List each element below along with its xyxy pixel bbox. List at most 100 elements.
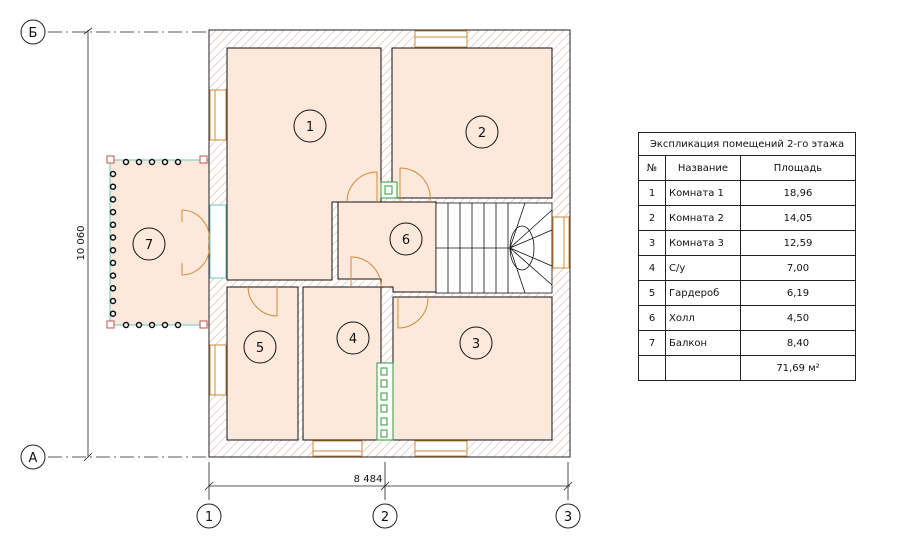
room-label-7: 7 — [145, 238, 153, 253]
ventilation-ducts — [376, 181, 398, 441]
cell-area: 4,50 — [740, 305, 856, 331]
axis-1-label: 1 — [205, 510, 213, 525]
table-title: Экспликация помещений 2-го этажа — [638, 132, 856, 156]
balcony-door-opening — [209, 204, 227, 279]
axis-a-label: А — [29, 451, 38, 466]
cell-area: 6,19 — [740, 280, 856, 306]
cell-area: 7,00 — [740, 255, 856, 281]
railing-corner-post — [106, 320, 115, 329]
cell-name: Комната 1 — [665, 180, 741, 206]
railing-post — [109, 196, 117, 203]
railing-post — [109, 259, 117, 267]
railing-corner-post — [199, 320, 208, 329]
width-dimension: 8 484 — [354, 474, 383, 485]
cell-number: 5 — [638, 280, 666, 306]
railing-post — [135, 321, 143, 329]
cell-name: Холл — [665, 305, 741, 331]
railing-post — [109, 310, 117, 317]
cell-number: 1 — [638, 180, 666, 206]
header-area: Площадь — [740, 155, 856, 181]
room-label-2: 2 — [478, 126, 486, 141]
balcony-floor — [109, 159, 210, 326]
cell-number: 6 — [638, 305, 666, 331]
room-schedule-table: Экспликация помещений 2-го этажа № Назва… — [638, 132, 856, 381]
room-label-circle — [459, 326, 493, 360]
room-label-circle — [465, 115, 499, 149]
railing-post — [174, 158, 182, 166]
balcony-railing — [106, 155, 208, 329]
cell-name: Гардероб — [665, 280, 741, 306]
room-3 — [392, 296, 553, 441]
railing-corner-post — [106, 155, 115, 164]
room-label-circle — [389, 222, 423, 256]
railing-corner-post — [199, 155, 208, 164]
axis-2-label: 2 — [381, 510, 389, 525]
axis-1-marker — [196, 503, 222, 529]
cell-number: 4 — [638, 255, 666, 281]
axis-3-marker — [555, 503, 581, 529]
header-number: № — [638, 155, 666, 181]
room-label-circle — [293, 109, 327, 143]
height-dimension: 10 060 — [76, 226, 87, 261]
room-label-circle — [243, 330, 277, 364]
room-label-6: 6 — [402, 233, 410, 248]
railing-post — [109, 285, 117, 292]
cell-name: С/у — [665, 255, 741, 281]
total-area: 71,69 м² — [740, 355, 856, 381]
windows — [209, 30, 570, 457]
cell-number: 2 — [638, 205, 666, 231]
cell-area: 18,96 — [740, 180, 856, 206]
cell-area: 14,05 — [740, 205, 856, 231]
room-label-circle — [336, 321, 370, 355]
room-label-1: 1 — [306, 120, 314, 135]
cell-name: Комната 3 — [665, 230, 741, 256]
total-empty — [665, 355, 741, 381]
room-6-hall — [337, 201, 437, 293]
cell-area: 12,59 — [740, 230, 856, 256]
axis-b-marker — [20, 19, 46, 45]
room-label-5: 5 — [256, 341, 264, 356]
room-2 — [391, 47, 553, 199]
railing-post — [109, 183, 117, 190]
railing-post — [135, 158, 143, 166]
axis-3-label: 3 — [564, 510, 572, 525]
room-label-3: 3 — [472, 337, 480, 352]
railing-post — [148, 321, 156, 329]
railing-post — [161, 321, 169, 329]
room-5 — [226, 286, 299, 441]
railing-post — [109, 234, 117, 241]
railing-post — [109, 221, 117, 229]
cell-number: 3 — [638, 230, 666, 256]
railing-post — [174, 321, 182, 329]
railing-post — [122, 158, 130, 166]
room-4 — [302, 286, 382, 441]
railing-post — [148, 158, 156, 166]
staircase — [435, 202, 553, 294]
railing-post — [109, 246, 117, 254]
cell-area: 8,40 — [740, 330, 856, 356]
axis-2-marker — [372, 503, 398, 529]
cell-name: Балкон — [665, 330, 741, 356]
room-label-circle — [132, 227, 166, 261]
cell-number: 7 — [638, 330, 666, 356]
axis-a-marker — [20, 444, 46, 470]
room-label-4: 4 — [349, 332, 357, 347]
railing-post — [109, 272, 117, 279]
grid-lines — [48, 27, 573, 500]
railing-post — [109, 170, 117, 178]
total-empty — [638, 355, 666, 381]
axis-b-label: Б — [29, 26, 38, 41]
cell-name: Комната 2 — [665, 205, 741, 231]
axis-markers — [20, 19, 581, 529]
railing-post — [122, 321, 130, 329]
room-1 — [226, 47, 382, 281]
